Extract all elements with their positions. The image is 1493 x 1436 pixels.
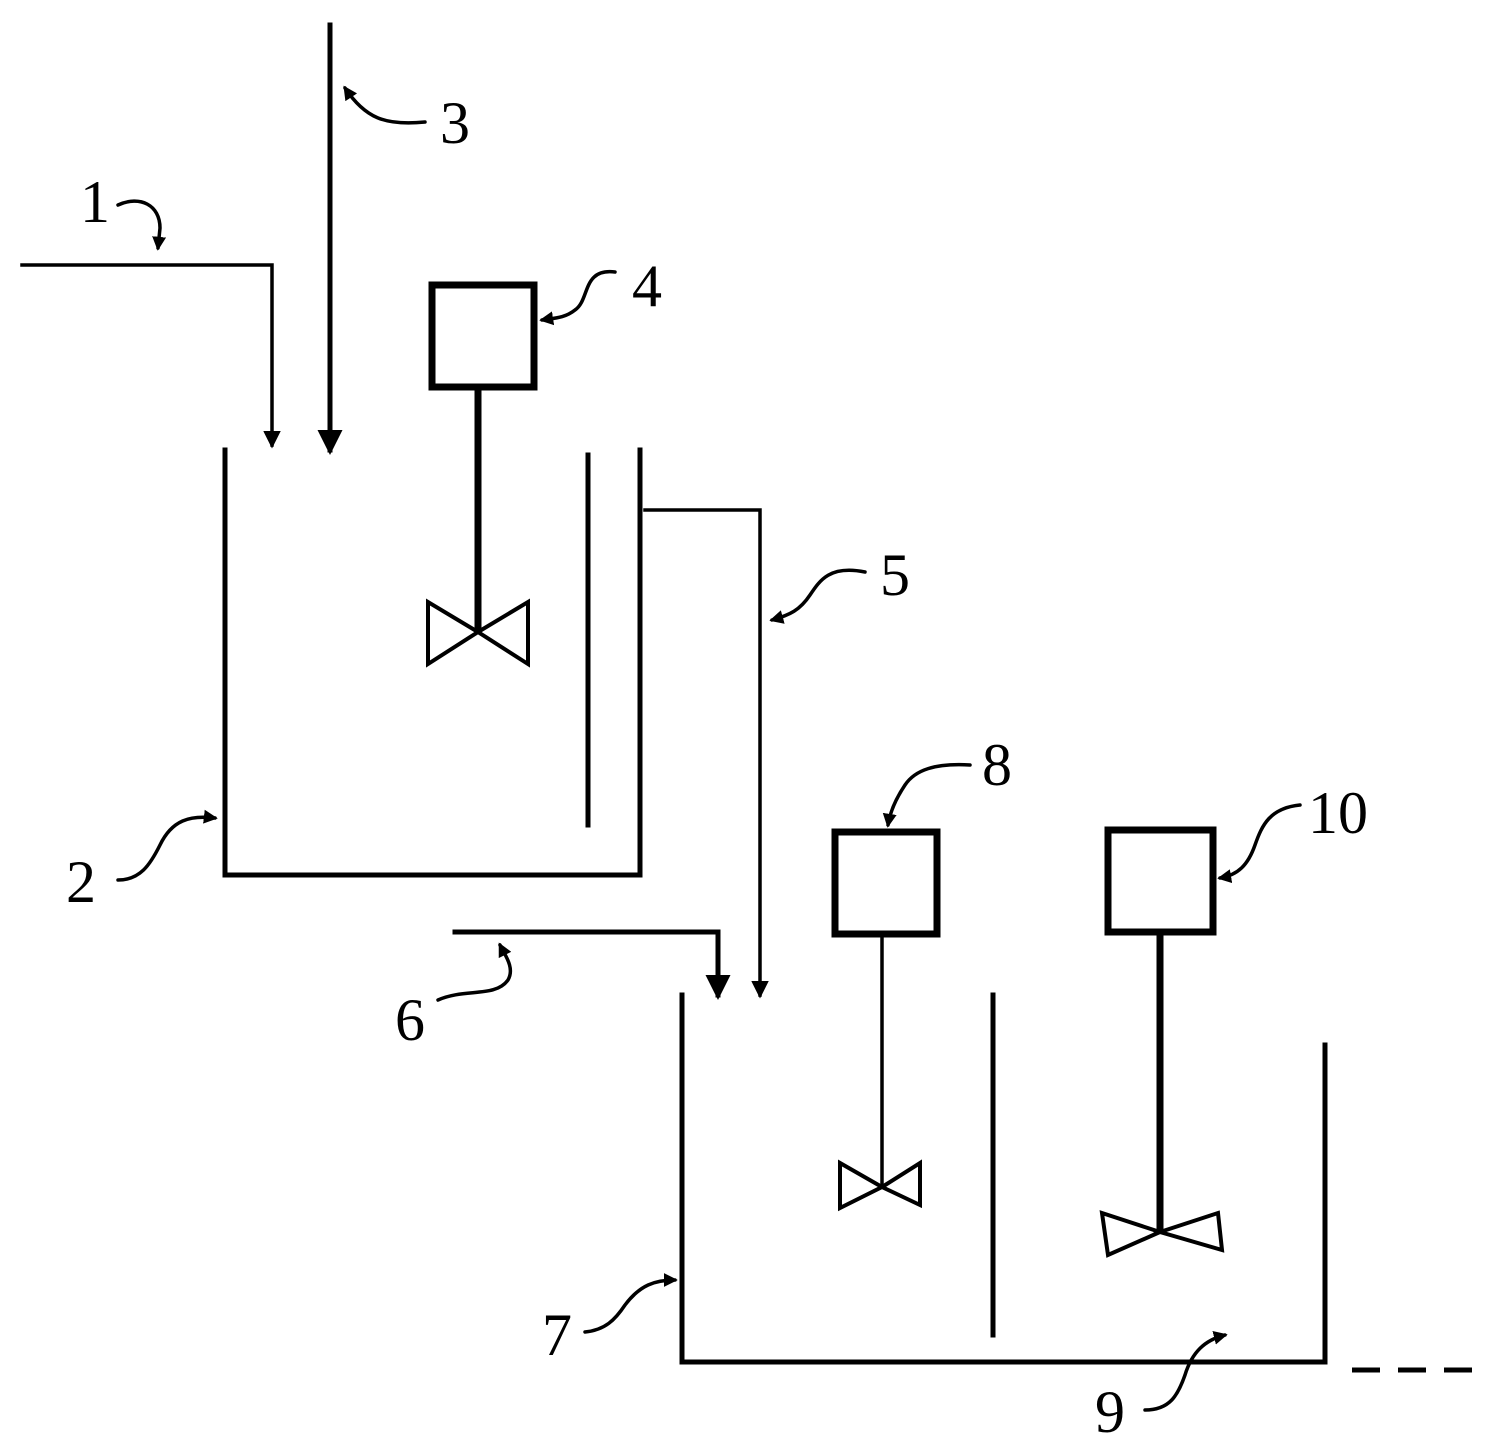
label-10: 10 — [1308, 780, 1368, 846]
overflow-line-5 — [643, 508, 769, 999]
leader-3 — [343, 85, 427, 125]
leader-7 — [583, 1273, 678, 1334]
label-6: 6 — [395, 987, 425, 1053]
impeller-10 — [1099, 1210, 1166, 1258]
label-3: 3 — [440, 90, 470, 156]
label-8: 8 — [982, 732, 1012, 798]
leader-1 — [116, 199, 167, 251]
leader-lines — [116, 85, 1302, 1412]
impeller-4 — [426, 598, 482, 668]
leader-9 — [1143, 1330, 1228, 1412]
label-4: 4 — [632, 253, 662, 319]
first-vessel — [222, 447, 643, 878]
motor-box-8 — [831, 828, 941, 938]
second-vessel — [679, 992, 1485, 1373]
feed-line-6 — [452, 929, 731, 1000]
leader-10 — [1217, 803, 1302, 884]
leader-8 — [882, 762, 972, 828]
label-7: 7 — [542, 1302, 572, 1368]
agitator-10 — [1099, 826, 1225, 1258]
leader-2 — [116, 809, 218, 882]
leader-6 — [436, 942, 513, 1002]
motor-box-4 — [428, 281, 538, 391]
motor-box-10 — [1104, 826, 1217, 936]
agitator-4 — [426, 281, 538, 668]
feed-line-1 — [20, 263, 281, 449]
label-5: 5 — [880, 542, 910, 608]
label-2: 2 — [66, 849, 96, 915]
agitator-8 — [831, 828, 941, 1212]
label-9: 9 — [1095, 1379, 1125, 1436]
impeller-8 — [838, 1159, 887, 1212]
leader-5 — [769, 568, 867, 624]
label-1: 1 — [80, 169, 110, 235]
leader-4 — [539, 270, 617, 326]
reference-numerals: 1 3 4 5 2 6 8 10 7 9 — [66, 90, 1368, 1436]
